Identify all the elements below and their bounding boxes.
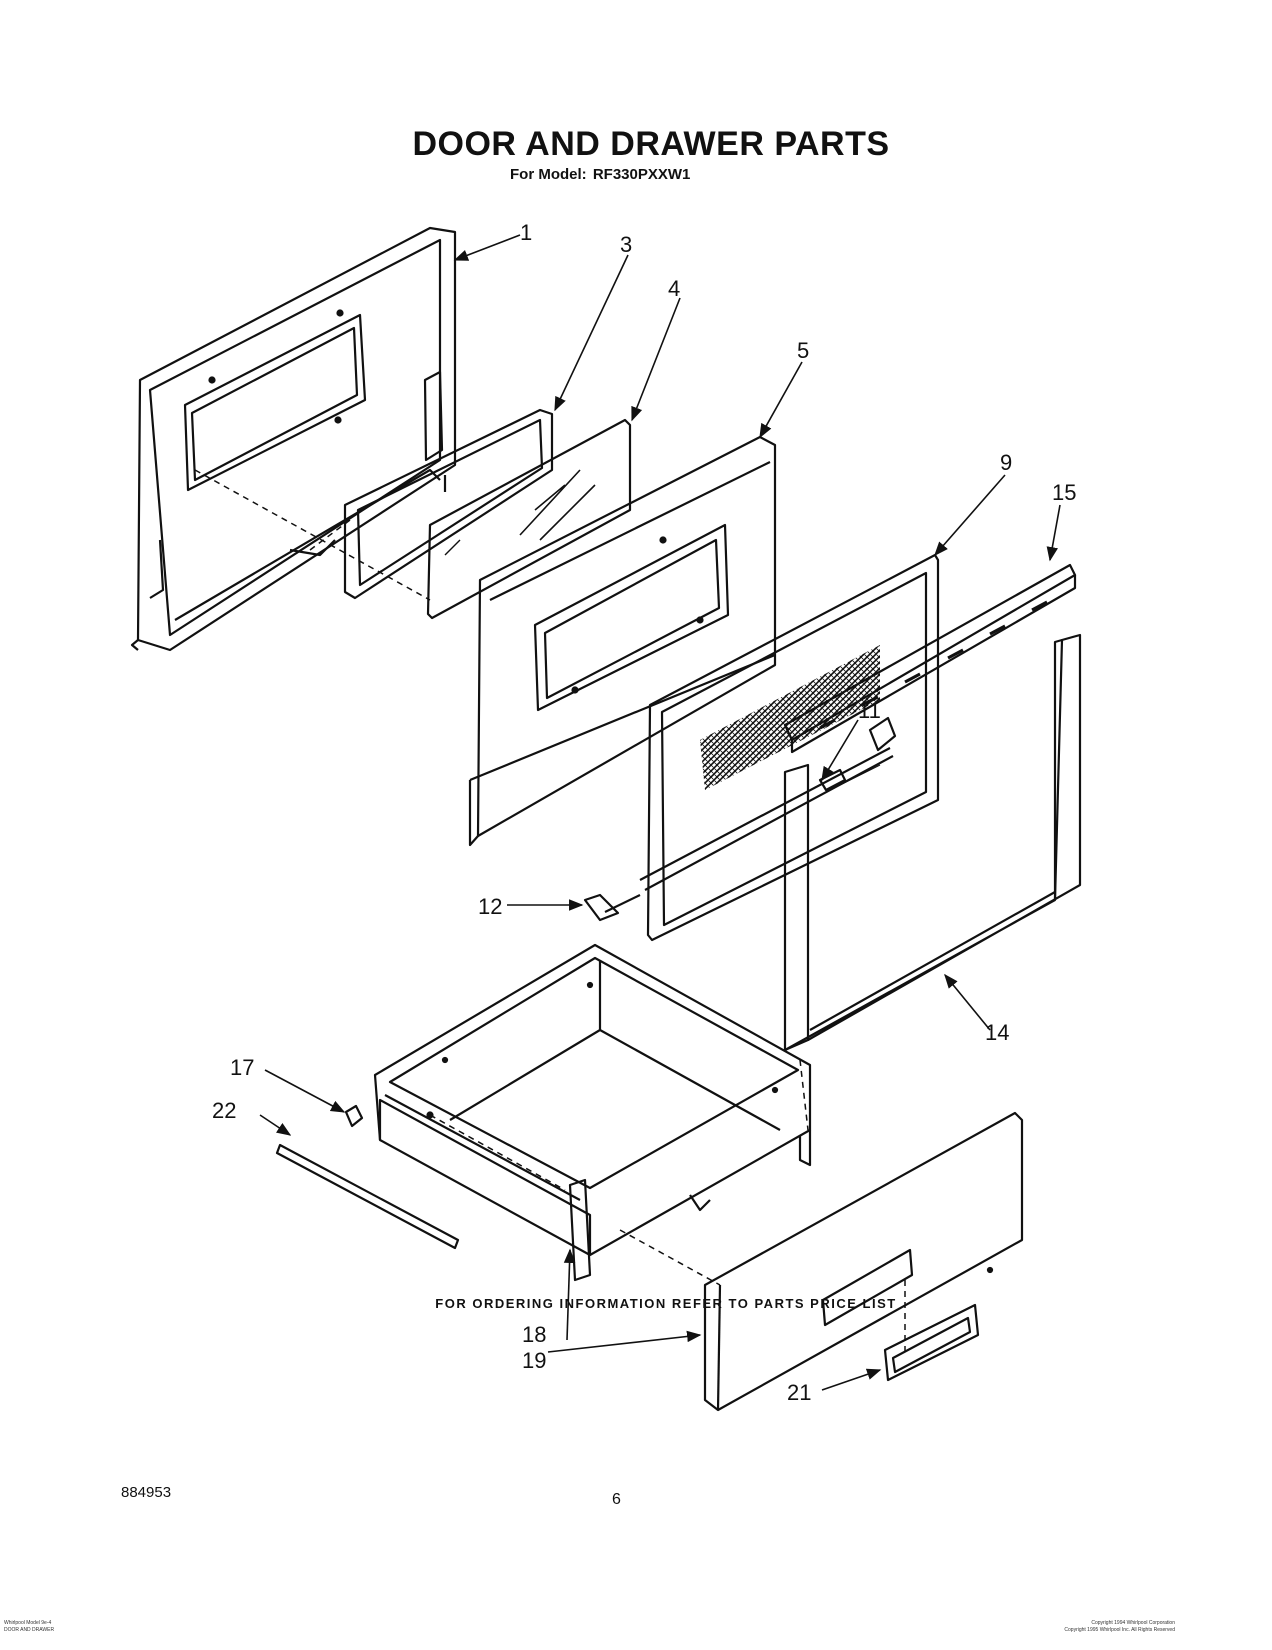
callout-22: 22 <box>212 1098 236 1123</box>
callout-15: 15 <box>1052 480 1076 505</box>
callout-5: 5 <box>797 338 809 363</box>
part-21-drawer-handle <box>883 1303 980 1382</box>
model-subtitle: For Model: RF330PXXW1 <box>510 166 690 183</box>
part-14-door-frame <box>783 633 1082 1052</box>
callout-1: 1 <box>520 220 532 245</box>
callout-9: 9 <box>1000 450 1012 475</box>
callout-11: 11 <box>858 698 881 723</box>
fine-print-left-line: Whirlpool Model 9e-4 <box>4 1620 52 1626</box>
callout-17: 17 <box>230 1055 254 1080</box>
leader-lines <box>259 234 1061 1391</box>
document-number: 884953 <box>121 1484 172 1501</box>
callout-19: 19 <box>522 1348 546 1373</box>
part-4-window-glass <box>426 418 632 620</box>
fine-print-left: Whirlpool Model 9e-4 DOOR AND DRAWER <box>4 1620 124 1634</box>
part-5-outer-door-panel <box>468 435 777 847</box>
part-1-door-inner-panel <box>130 226 457 652</box>
fine-print-right: Copyright 1994 Whirlpool Corporation Cop… <box>975 1620 1175 1634</box>
callout-labels: 1 3 4 5 9 15 11 12 14 17 22 18 19 21 <box>212 220 1076 1405</box>
callout-21: 21 <box>787 1380 811 1405</box>
fine-print-right-line: Copyright 1995 Whirlpool Inc. All Rights… <box>1064 1627 1175 1633</box>
callout-18: 18 <box>522 1322 546 1347</box>
model-number: RF330PXXW1 <box>592 166 691 183</box>
page-title: DOOR AND DRAWER PARTS <box>0 125 1272 164</box>
part-3-door-gasket <box>343 408 554 600</box>
model-prefix: For Model: <box>510 166 587 183</box>
part-15-vent-trim <box>783 563 1077 754</box>
fine-print-right-line: Copyright 1994 Whirlpool Corporation <box>1091 1620 1175 1626</box>
callout-4: 4 <box>668 276 680 301</box>
drawer-body <box>373 943 812 1282</box>
part-12-hinge-bracket <box>583 893 641 922</box>
part-17-clip <box>344 1104 364 1128</box>
callout-12: 12 <box>478 894 502 919</box>
fine-print-left-line: DOOR AND DRAWER <box>4 1627 55 1633</box>
title-text: DOOR AND DRAWER PARTS <box>412 125 890 163</box>
part-19-drawer-front <box>703 1111 1024 1412</box>
page-number: 6 <box>612 1491 621 1508</box>
ordering-note: FOR ORDERING INFORMATION REFER TO PARTS … <box>0 1296 1272 1311</box>
ordering-note-text: FOR ORDERING INFORMATION REFER TO PARTS … <box>435 1296 897 1311</box>
callout-3: 3 <box>620 232 632 257</box>
callout-14: 14 <box>985 1020 1009 1045</box>
assembly-lines <box>194 469 906 1355</box>
part-22-drawer-rail <box>275 1143 460 1250</box>
